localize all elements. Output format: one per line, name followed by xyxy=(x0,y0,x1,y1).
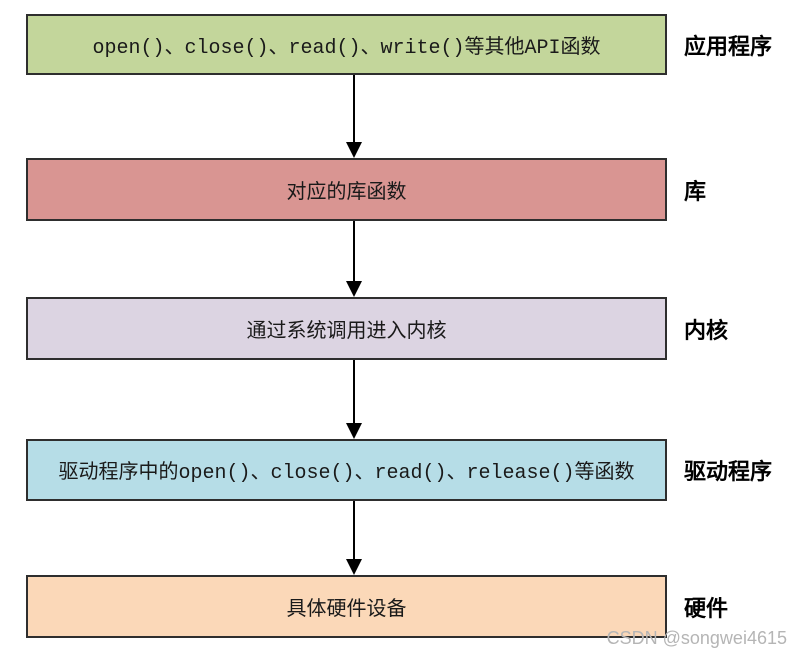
arrow-head-icon xyxy=(346,281,362,297)
arrow-head-icon xyxy=(346,142,362,158)
driver-layer-box: 驱动程序中的open()、close()、read()、release()等函数 xyxy=(26,439,667,501)
down-arrow-kernel-to-driver xyxy=(346,360,362,439)
arrow-shaft xyxy=(353,501,355,559)
library-layer-label: 库 xyxy=(684,178,707,204)
arrow-head-icon xyxy=(346,423,362,439)
kernel-layer-box: 通过系统调用进入内核 xyxy=(26,297,667,360)
hardware-layer-box: 具体硬件设备 xyxy=(26,575,667,638)
down-arrow-app-to-lib xyxy=(346,75,362,158)
arrow-shaft xyxy=(353,360,355,423)
application-layer-box: open()、close()、read()、write()等其他API函数 xyxy=(26,14,667,75)
csdn-watermark: CSDN @songwei4615 xyxy=(606,628,787,648)
arrow-shaft xyxy=(353,221,355,281)
arrow-shaft xyxy=(353,75,355,142)
application-layer-label: 应用程序 xyxy=(684,33,773,59)
driver-layer-label: 驱动程序 xyxy=(684,459,773,484)
down-arrow-driver-to-hardware xyxy=(346,501,362,575)
hardware-layer-label: 硬件 xyxy=(684,595,729,621)
arrow-head-icon xyxy=(346,559,362,575)
library-layer-box: 对应的库函数 xyxy=(26,158,667,221)
down-arrow-lib-to-kernel xyxy=(346,221,362,297)
kernel-layer-label: 内核 xyxy=(684,317,729,343)
